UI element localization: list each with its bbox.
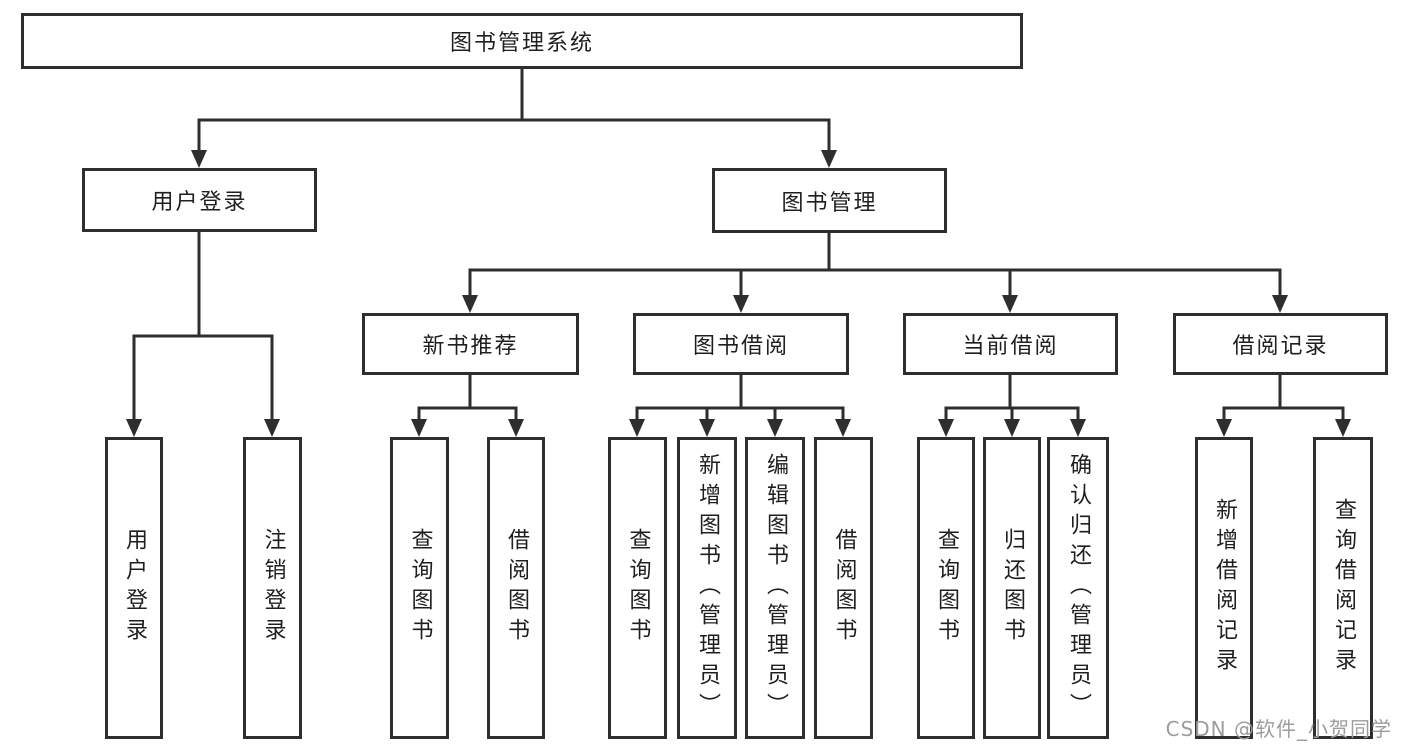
leaf-search-books-recommend: 查询图书: [390, 437, 449, 739]
node-current-borrowing: 当前借阅: [903, 313, 1118, 375]
leaf-confirm-return-admin: 确认归还（管理员）: [1047, 437, 1109, 739]
node-borrowing-records: 借阅记录: [1173, 313, 1388, 375]
arrowhead-icons: [126, 150, 1351, 437]
leaf-search-books-current: 查询图书: [917, 437, 975, 739]
leaf-search-borrow-record: 查询借阅记录: [1313, 437, 1373, 739]
leaf-user-login: 用户登录: [105, 437, 163, 739]
leaf-add-books-admin: 新增图书（管理员）: [677, 437, 737, 739]
leaf-edit-books-admin: 编辑图书（管理员）: [745, 437, 805, 739]
leaf-return-books: 归还图书: [983, 437, 1041, 739]
leaf-borrow-books: 借阅图书: [814, 437, 873, 739]
node-new-book-recommendation: 新书推荐: [362, 313, 579, 375]
node-book-management: 图书管理: [712, 168, 947, 233]
leaf-logout: 注销登录: [243, 437, 302, 739]
node-user-login: 用户登录: [82, 168, 317, 232]
node-book-borrowing: 图书借阅: [633, 313, 849, 375]
node-library-system: 图书管理系统: [21, 13, 1023, 69]
leaf-search-books-borrow: 查询图书: [608, 437, 667, 739]
leaf-add-borrow-record: 新增借阅记录: [1195, 437, 1253, 739]
leaf-borrow-books-recommend: 借阅图书: [487, 437, 545, 739]
watermark: CSDN @软件_小贺同学: [1165, 717, 1392, 741]
